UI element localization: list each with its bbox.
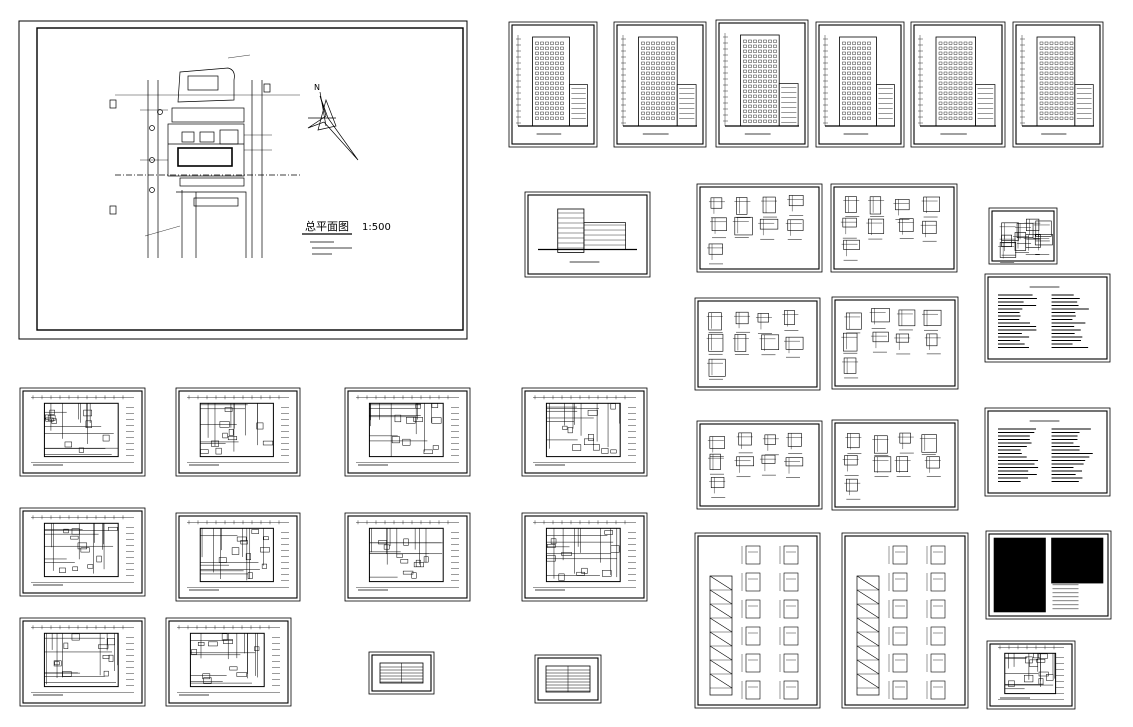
floor-plan-sheet-1 bbox=[19, 387, 146, 477]
elevation-sheet-3 bbox=[715, 19, 809, 148]
site-plan-title: 总平面图 bbox=[305, 219, 349, 233]
detail-sheet-4 bbox=[831, 296, 959, 390]
elevation-sheet-6 bbox=[1012, 21, 1104, 148]
north-compass bbox=[307, 91, 359, 161]
floor-plan-sheet-8 bbox=[521, 512, 648, 602]
floor-plan-sheet-5 bbox=[19, 507, 146, 597]
detail-sheet-2 bbox=[830, 183, 958, 273]
detail-sheet-5 bbox=[696, 420, 823, 510]
table-sheet-2 bbox=[534, 654, 602, 704]
detail-sheet-3 bbox=[694, 297, 821, 391]
small-detail-sheet bbox=[988, 207, 1058, 265]
elevation-sheet-4 bbox=[815, 21, 905, 148]
detail-sheet-1 bbox=[696, 183, 823, 273]
drawing-sheets-layer bbox=[19, 19, 1112, 710]
site-plan-drawing bbox=[109, 54, 300, 258]
site-plan-notes bbox=[310, 241, 352, 255]
elevation-sheet-2 bbox=[613, 21, 707, 148]
floor-plan-sheet-7 bbox=[344, 512, 471, 602]
site-plan-sheet: N 总平面图 1:500 bbox=[18, 20, 468, 340]
stair-sheet-1 bbox=[694, 532, 821, 709]
notes-sheet-2 bbox=[984, 407, 1111, 497]
compass-north-label: N bbox=[314, 83, 320, 92]
table-sheet-1 bbox=[368, 651, 435, 695]
roof-plan-sheet bbox=[986, 640, 1076, 710]
floor-plan-sheet-10 bbox=[165, 617, 292, 707]
floor-plan-sheet-4 bbox=[521, 387, 648, 477]
site-plan-scale: 1:500 bbox=[362, 222, 391, 233]
elevation-sheet-5 bbox=[910, 21, 1006, 148]
floor-plan-sheet-6 bbox=[175, 512, 301, 602]
floor-plan-sheet-3 bbox=[344, 387, 471, 477]
notes-sheet-1 bbox=[984, 273, 1111, 363]
stair-sheet-2 bbox=[841, 532, 969, 709]
floor-plan-sheet-2 bbox=[175, 387, 301, 477]
detail-sheet-6 bbox=[831, 419, 959, 511]
floor-plan-sheet-9 bbox=[19, 617, 146, 707]
section-sheet bbox=[524, 191, 651, 278]
schedule-sheet bbox=[985, 530, 1112, 620]
elevation-sheet-1 bbox=[508, 21, 598, 148]
